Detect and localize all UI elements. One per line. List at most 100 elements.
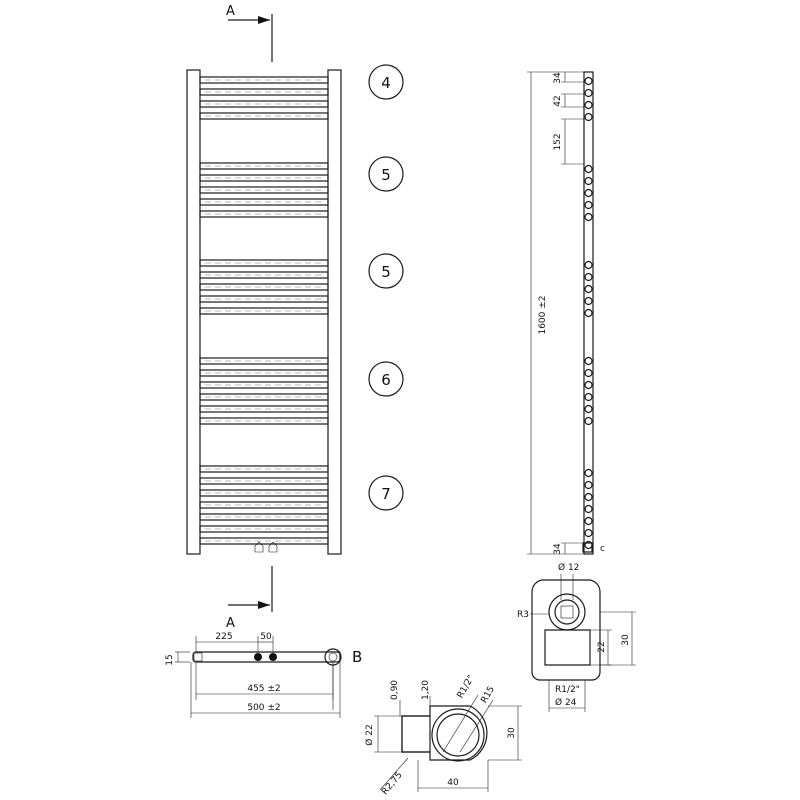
group-label-2: 5 (368, 156, 404, 192)
dim-h30: 30 (507, 727, 517, 739)
side-bar-section (584, 404, 593, 414)
group-count: 5 (381, 166, 391, 184)
radiator-bar (199, 513, 329, 521)
dim-455: 455 ±2 (247, 684, 280, 694)
radiator-bar (199, 537, 329, 545)
group-count: 6 (381, 371, 391, 389)
side-bar-section (584, 480, 593, 490)
group-count: 7 (381, 485, 391, 503)
radiator-bar (199, 174, 329, 182)
radiator-bar (199, 477, 329, 485)
section-tube-inner (554, 599, 580, 625)
side-bar-section (584, 188, 593, 198)
side-connector (582, 542, 593, 553)
radiator-bar (199, 186, 329, 194)
dim-15: 15 (165, 654, 175, 665)
dim-h22: 22 (597, 641, 607, 652)
side-bar-section (584, 88, 593, 98)
side-bar-section (584, 392, 593, 402)
section-label-top: A (226, 4, 235, 19)
top-pipe-2 (269, 653, 277, 661)
top-cap-left (193, 652, 203, 662)
section-tube-outer (548, 593, 586, 631)
radiator-bar (199, 393, 329, 401)
radiator-bar (199, 88, 329, 96)
side-bar-section (584, 516, 593, 526)
dim-d24: Ø 24 (555, 697, 577, 708)
group-labels: 4 5 5 6 7 (368, 64, 404, 511)
radiator-bar (199, 525, 329, 533)
dim-height: 1600 ±2 (538, 295, 548, 334)
left-post (186, 69, 201, 555)
bracket-profile (401, 705, 488, 761)
side-bar-section (584, 492, 593, 502)
side-bar-section (584, 272, 593, 282)
connector-label: c (600, 544, 605, 554)
radiator-bar (199, 198, 329, 206)
dim-34-bottom: 34 (553, 543, 563, 555)
right-post (327, 69, 342, 555)
dim-120: 1,20 (421, 680, 431, 700)
side-bar-section (584, 528, 593, 538)
radiator-bar (199, 112, 329, 120)
bracket-ring-inner (436, 713, 480, 757)
side-bar-section (584, 416, 593, 426)
radiator-bar (199, 259, 329, 267)
side-bar-section (584, 112, 593, 122)
radiator-bar (199, 295, 329, 303)
dim-152: 152 (553, 133, 563, 150)
dim-r15: R15 (480, 685, 498, 705)
top-tube (192, 651, 341, 663)
dim-225: 225 (215, 632, 232, 642)
side-bar-section (584, 368, 593, 378)
side-post (583, 71, 594, 555)
radiator-bar (199, 465, 329, 473)
side-bar-section (584, 260, 593, 270)
radiator-bar (199, 271, 329, 279)
group-label-5: 7 (368, 475, 404, 511)
section-marker-bottom: A (226, 566, 273, 631)
side-bar-section (584, 100, 593, 110)
side-bar-section (584, 468, 593, 478)
top-pipe-1 (254, 653, 262, 661)
side-bar-section (584, 200, 593, 210)
side-view: c 1600 ±2 34 42 152 34 (527, 71, 605, 555)
top-view: B 225 50 15 455 ±2 500 ±2 (165, 632, 362, 718)
side-bar-section (584, 308, 593, 318)
radiator-bar (199, 381, 329, 389)
dim-d12: Ø 12 (558, 562, 579, 573)
dim-090: 0,90 (390, 680, 400, 700)
side-bar-section (584, 284, 593, 294)
side-bar-section (584, 296, 593, 306)
dim-r275: R2,75 (380, 770, 405, 797)
section-tube-core (560, 605, 574, 619)
group-count: 4 (381, 74, 391, 92)
section-marker-top: A (226, 4, 273, 62)
radiator-bar (199, 283, 329, 291)
detail-label-b: B (352, 648, 362, 666)
side-bar-section (584, 176, 593, 186)
dim-r12-section: R1/2" (555, 685, 580, 695)
side-bar-section (584, 76, 593, 86)
radiator-bar (199, 162, 329, 170)
valve-left (254, 541, 264, 553)
dim-42: 42 (553, 95, 563, 106)
side-bar-section (584, 504, 593, 514)
radiator-bar (199, 76, 329, 84)
dim-h30-section: 30 (621, 634, 631, 646)
side-bar-section (584, 380, 593, 390)
radiator-bar (199, 405, 329, 413)
side-bar-section (584, 212, 593, 222)
radiator-bar (199, 357, 329, 365)
group-label-1: 4 (368, 64, 404, 100)
section-inner (544, 629, 591, 666)
dim-r3: R3 (517, 610, 529, 620)
dim-50: 50 (260, 632, 272, 642)
dim-34-top: 34 (553, 72, 563, 84)
radiator-bar (199, 417, 329, 425)
detail-b: Ø 22 0,90 1,20 R1/2" R15 30 40 R2,75 (364, 674, 522, 797)
side-bar-section (584, 356, 593, 366)
section-a-a: Ø 12 R3 22 30 R1/2" Ø 24 (517, 562, 636, 712)
radiator-bar (199, 307, 329, 315)
